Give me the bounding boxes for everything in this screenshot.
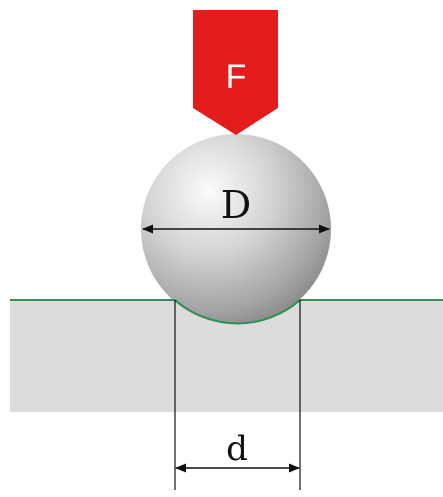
ball-diameter-label: D [221,183,251,227]
indent-contour [174,299,301,325]
force-arrow [193,10,278,135]
indent-diameter-label: d [226,429,248,469]
force-label: F [226,58,247,96]
